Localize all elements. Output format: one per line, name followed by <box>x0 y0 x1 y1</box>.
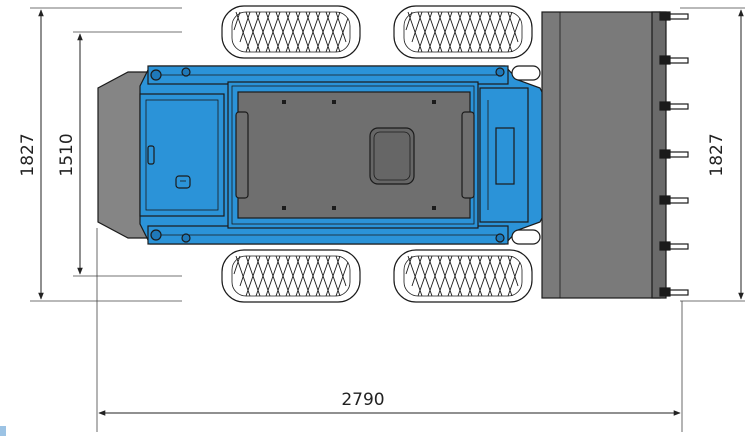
operator-cab <box>227 81 479 229</box>
tire-tr <box>393 5 533 59</box>
dimension-overall-length: 2790 <box>98 390 681 416</box>
extension-lines <box>30 7 745 432</box>
corner-marker <box>0 426 6 436</box>
dimension-bucket-width: 1827 <box>707 9 744 300</box>
bucket <box>541 11 689 299</box>
tire-br <box>393 249 533 303</box>
dimension-label-bucket-width: 1827 <box>707 133 727 176</box>
cab-bolts <box>282 100 436 210</box>
bucket-teeth <box>659 11 689 297</box>
dimension-label-overall-width: 1827 <box>18 133 38 176</box>
dimension-label-track-width: 1510 <box>57 133 77 176</box>
tire-tl <box>221 5 361 59</box>
tire-bl <box>221 249 361 303</box>
dimension-label-overall-length: 2790 <box>341 390 384 410</box>
dimension-overall-width: 1827 <box>18 9 44 300</box>
dimension-track-width: 1510 <box>57 33 83 275</box>
